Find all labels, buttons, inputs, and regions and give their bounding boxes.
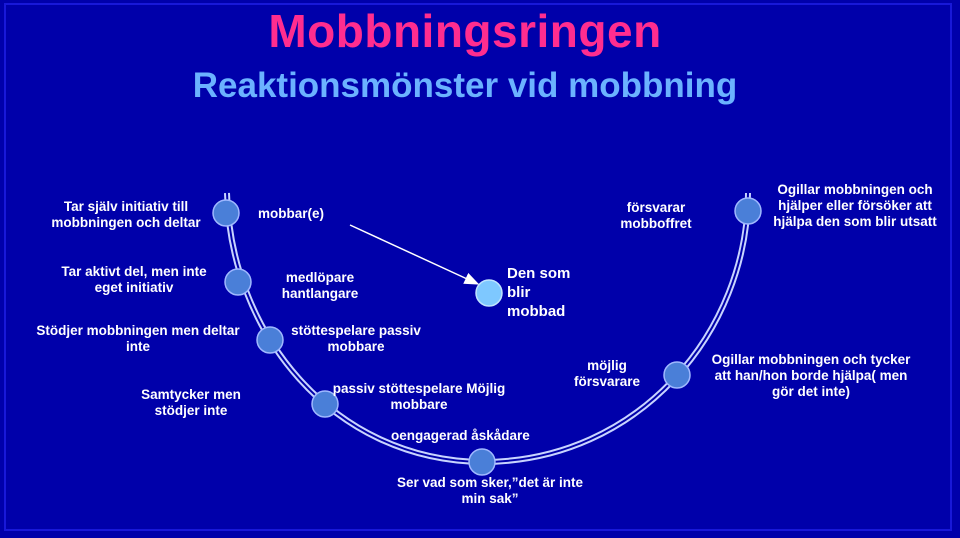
node-mojlig-forsvarare — [663, 361, 691, 389]
role-askadare: oengagerad åskådare — [391, 428, 530, 443]
node-medlopare — [224, 268, 252, 296]
description-medlopare: Tar aktivt del, men inte eget initiativ — [61, 264, 207, 295]
node-forsvarare — [734, 197, 762, 225]
role-mojlig-forsvarare: möjlig försvarare — [573, 358, 641, 389]
role-passiv-stottespelare: passiv stöttespelare Möjlig mobbare — [332, 381, 506, 412]
description-stottespelare: Stödjer mobbningen men deltar inte — [36, 323, 240, 354]
role-stottespelare: stöttespelare passiv mobbare — [291, 323, 421, 354]
slide-title: Mobbningsringen — [268, 5, 662, 57]
description-askadare: Ser vad som sker,”det är inte min sak” — [396, 475, 584, 506]
node-mobbare — [212, 199, 240, 227]
bully-to-victim-arrow — [349, 224, 480, 285]
role-medlopare: medlöpare hantlangare — [281, 270, 359, 301]
description-mobbare: Tar själv initiativ till mobbningen och … — [51, 199, 201, 230]
description-mojlig-forsvarare: Ogillar mobbningen och tycker att han/ho… — [711, 352, 911, 399]
node-passiv-stottespelare — [311, 390, 339, 418]
role-forsvarare: försvarar mobboffret — [620, 200, 692, 231]
description-forsvarare: Ogillar mobbningen och hjälper eller för… — [773, 182, 937, 229]
node-stottespelare — [256, 326, 284, 354]
description-passiv-stottespelare: Samtycker men stödjer inte — [141, 387, 241, 418]
victim-label-line3: mobbad — [507, 303, 566, 320]
node-victim — [475, 279, 503, 307]
slide-subtitle: Reaktionsmönster vid mobbning — [192, 66, 738, 105]
victim-label-line1: Den som — [507, 265, 571, 282]
node-askadare — [468, 448, 496, 476]
victim-label: Den som blir mobbad — [507, 264, 570, 321]
role-mobbare: mobbar(e) — [258, 206, 325, 221]
slide-border — [4, 3, 952, 531]
victim-label-line2: blir — [507, 284, 531, 301]
